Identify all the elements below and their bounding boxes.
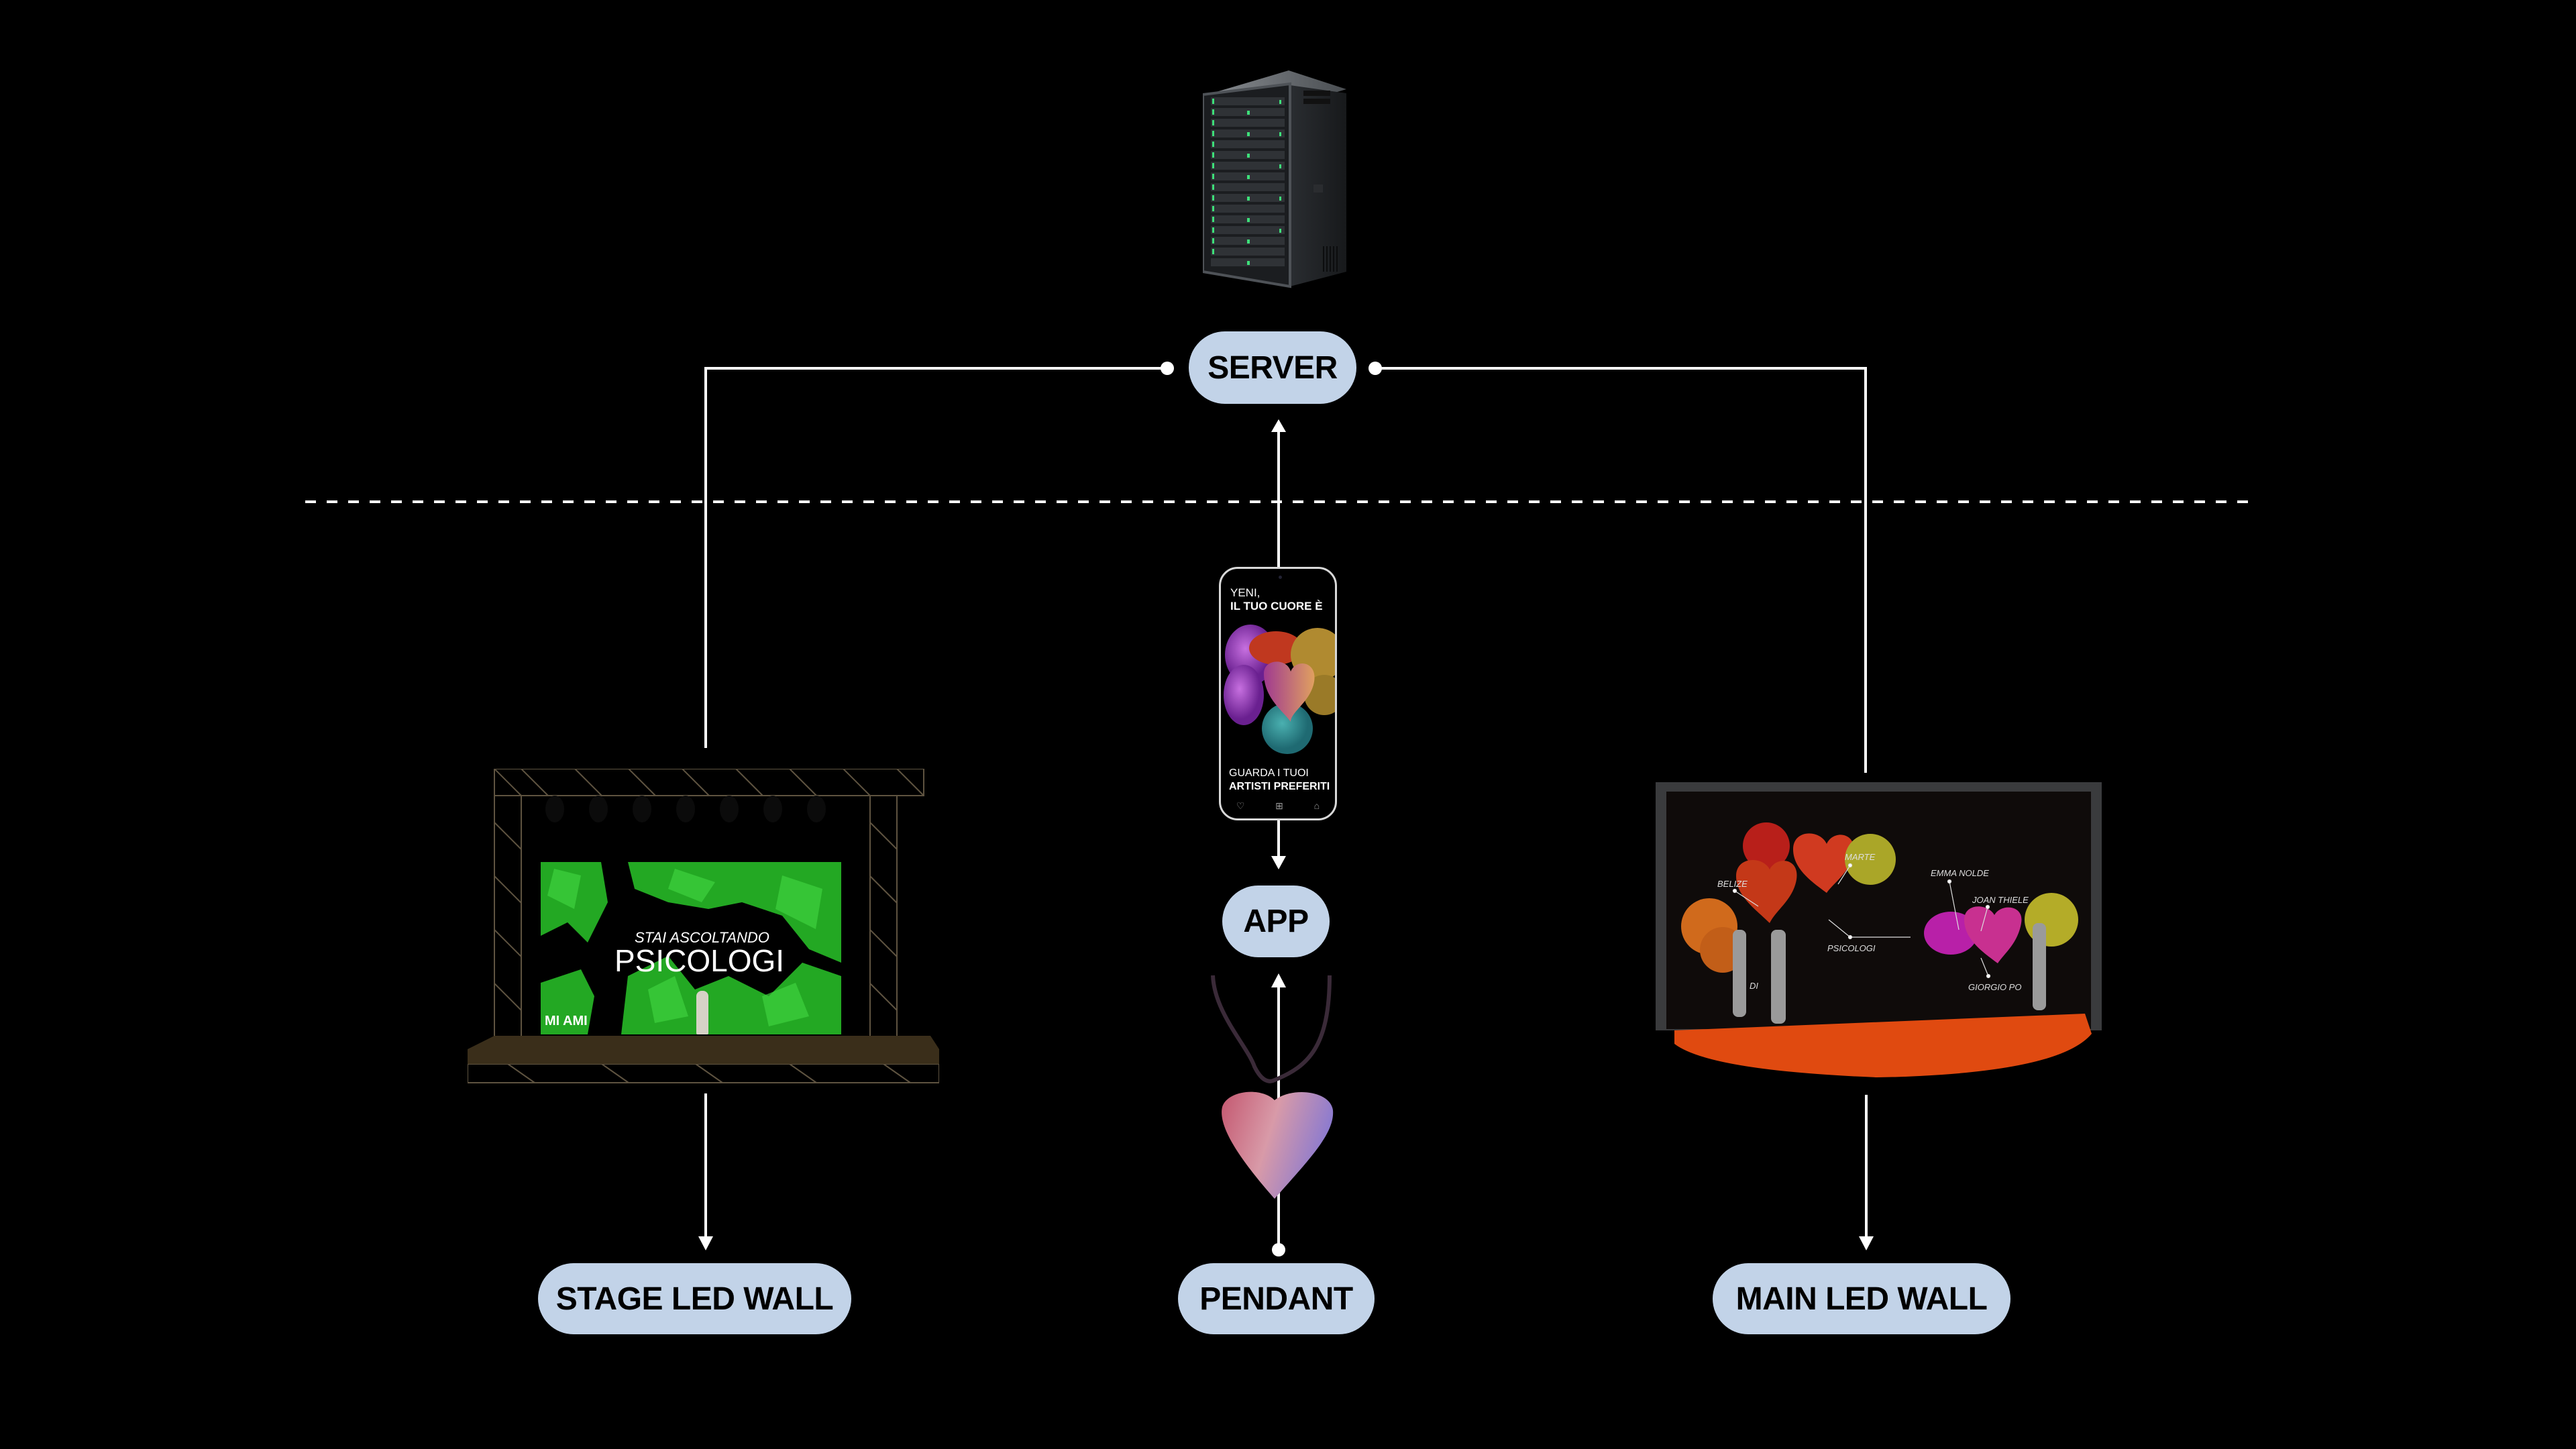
stage-led-wall-image: STAI ASCOLTANDO PSICOLOGI MI AMI bbox=[468, 769, 939, 1084]
edge-server-stage bbox=[704, 367, 1167, 748]
edge-dot bbox=[1161, 362, 1174, 375]
orange-floor bbox=[1674, 1014, 2092, 1077]
arrowhead-down bbox=[1271, 856, 1286, 869]
stage-title: PSICOLOGI bbox=[614, 943, 785, 978]
miami-logo: MI AMI bbox=[545, 1014, 588, 1028]
stage-truss bbox=[468, 769, 939, 1083]
pendant-node-label[interactable]: PENDANT bbox=[1178, 1263, 1375, 1334]
edge-dot bbox=[1272, 1243, 1285, 1256]
stage-lights bbox=[545, 796, 826, 822]
edge-dot bbox=[1368, 362, 1382, 375]
artist-label: MARTE bbox=[1845, 852, 1876, 862]
arrowhead-down bbox=[1859, 1236, 1874, 1250]
stage-led-wall-node-label[interactable]: STAGE LED WALL bbox=[538, 1263, 851, 1334]
pendant-heart bbox=[1222, 1091, 1334, 1199]
visitor-figures bbox=[1733, 923, 2046, 1024]
home-icon[interactable]: ⌂ bbox=[1313, 800, 1320, 811]
phone-cta-line1: GUARDA I TUOI bbox=[1229, 767, 1309, 779]
stage-led-wall-label-text: STAGE LED WALL bbox=[555, 1281, 834, 1317]
phone-nav-bar: ♡ ⊞ ⌂ bbox=[1221, 800, 1335, 812]
server-node-label[interactable]: SERVER bbox=[1189, 331, 1356, 404]
stage-led-screen: STAI ASCOLTANDO PSICOLOGI MI AMI bbox=[541, 862, 841, 1034]
arrowhead-up bbox=[1271, 973, 1286, 987]
artist-label: JOAN THIELE bbox=[1972, 895, 2029, 905]
wall-artwork bbox=[1674, 822, 2092, 1077]
arrowhead-up bbox=[1271, 419, 1286, 432]
phone-headline: IL TUO CUORE È bbox=[1230, 600, 1323, 612]
heart-pendant-image bbox=[1211, 975, 1334, 1199]
heart-blob-artwork bbox=[1224, 625, 1335, 754]
stage-subtitle: STAI ASCOLTANDO bbox=[635, 929, 769, 946]
heart-sculptures bbox=[1681, 822, 2078, 973]
performer-figure bbox=[696, 991, 708, 1034]
app-label-text: APP bbox=[1243, 904, 1309, 939]
server-label-text: SERVER bbox=[1208, 350, 1338, 386]
app-node-label[interactable]: APP bbox=[1222, 885, 1330, 957]
phone-camera bbox=[1279, 576, 1282, 579]
main-led-wall-image: BELIZE MARTE EMMA NOLDE JOAN THIELE PSIC… bbox=[1656, 782, 2102, 1081]
artist-label: GIORGIO PO bbox=[1968, 982, 2022, 992]
phone-cta-line2: ARTISTI PREFERITI bbox=[1229, 781, 1330, 792]
main-led-wall-node-label[interactable]: MAIN LED WALL bbox=[1713, 1263, 2010, 1334]
artist-label: PSICOLOGI bbox=[1827, 943, 1876, 953]
pendant-cord bbox=[1211, 975, 1332, 1083]
edge-server-main bbox=[1375, 367, 1867, 773]
stage-floor bbox=[468, 1036, 939, 1064]
main-led-wall-label-text: MAIN LED WALL bbox=[1735, 1281, 1988, 1317]
pendant-label-text: PENDANT bbox=[1199, 1281, 1353, 1317]
artist-callouts bbox=[1732, 863, 1991, 979]
arrowhead-down bbox=[698, 1236, 713, 1250]
server-rack-image bbox=[1203, 70, 1346, 288]
phone-app-mockup: YENI, IL TUO CUORE È GUARDA I TUOI ARTIS… bbox=[1219, 567, 1337, 820]
grid-icon[interactable]: ⊞ bbox=[1275, 800, 1283, 811]
heart-icon[interactable]: ♡ bbox=[1236, 800, 1245, 811]
artist-label: DI bbox=[1750, 981, 1758, 991]
artist-label: BELIZE bbox=[1717, 879, 1748, 889]
server-leds bbox=[1212, 99, 1281, 265]
green-foliage-graphic bbox=[541, 862, 841, 1034]
artist-label: EMMA NOLDE bbox=[1931, 868, 1989, 878]
phone-greeting: YENI, bbox=[1230, 586, 1260, 599]
